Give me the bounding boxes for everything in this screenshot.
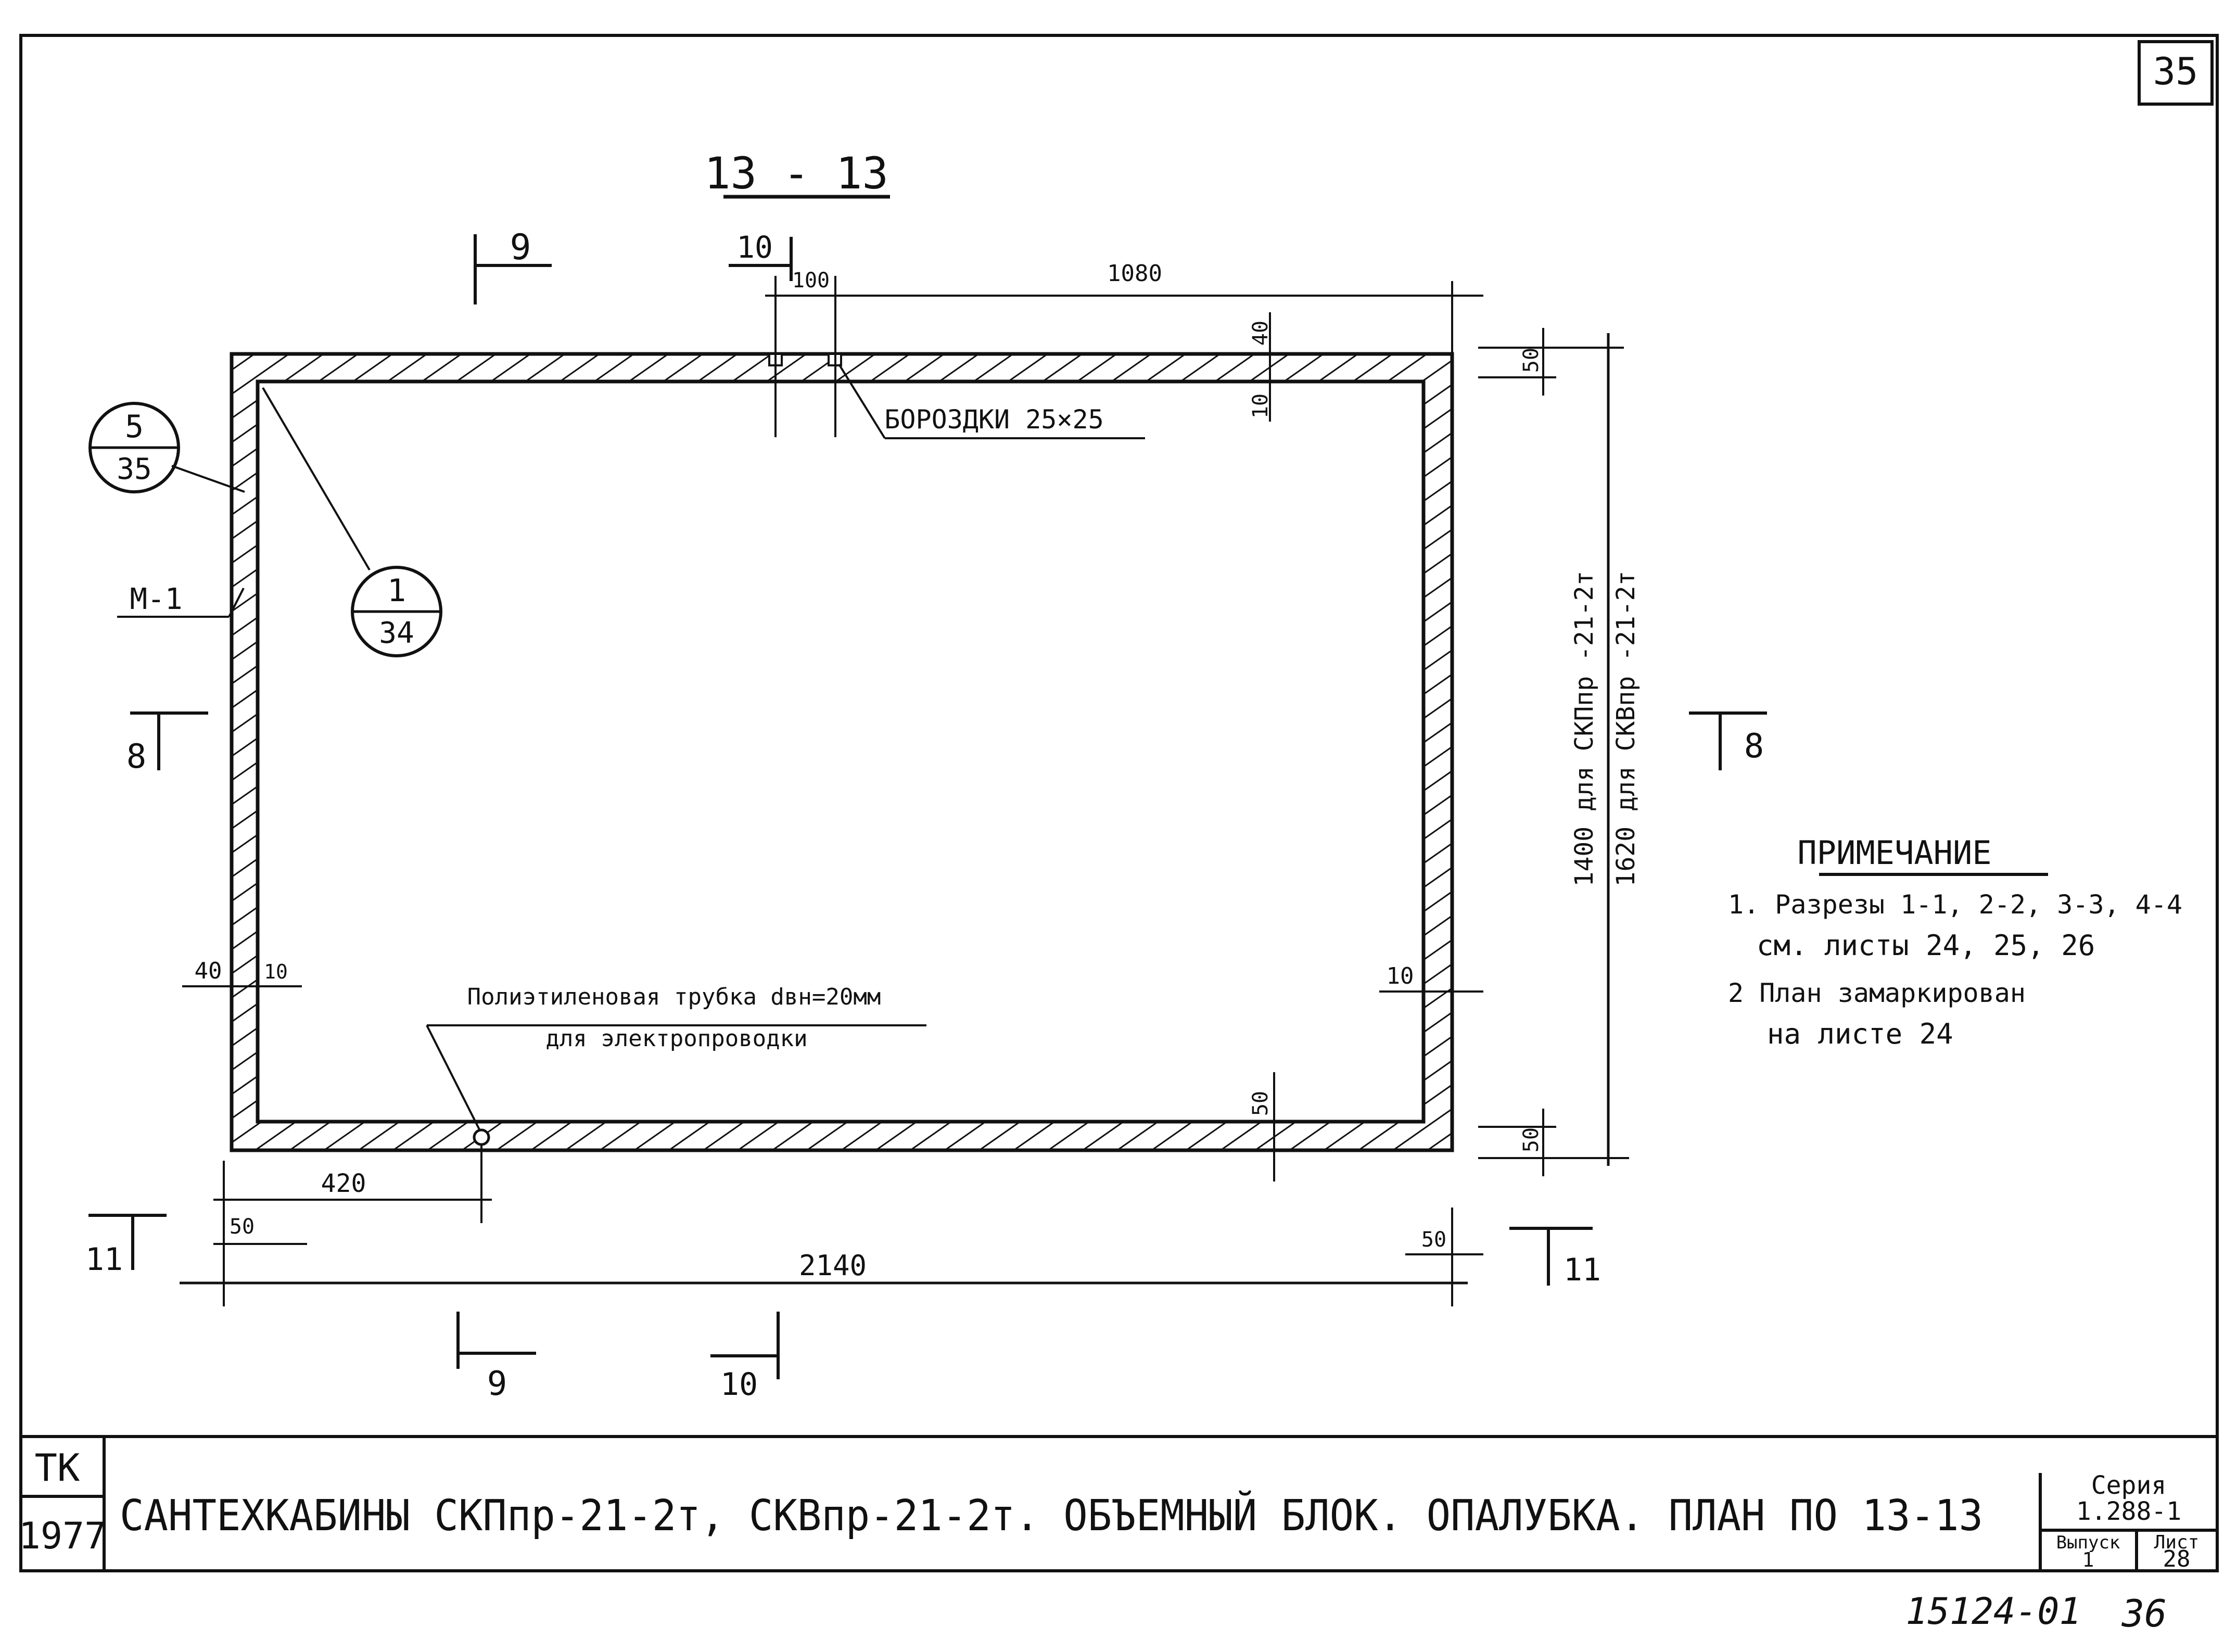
title-main: САНТЕХКАБИНЫ СКПпр-21-2т, СКВпр-21-2т. О… bbox=[120, 1490, 1983, 1541]
dim-10-right: 10 bbox=[1387, 963, 1414, 989]
dim-50-bottom-right-vert: 50 bbox=[1519, 1127, 1543, 1152]
issue-value: 1 bbox=[2082, 1548, 2094, 1571]
dim-40-top: 40 bbox=[1249, 321, 1273, 346]
tube-label-1: Полиэтиленовая трубка dвн=20мм bbox=[467, 984, 881, 1010]
mark-m1-leader bbox=[228, 588, 245, 617]
bubble-a-bottom: 35 bbox=[117, 452, 151, 486]
inner-lining bbox=[256, 380, 1425, 1123]
corner-number-box bbox=[2138, 40, 2214, 106]
bottom-page: 36 bbox=[2121, 1592, 2167, 1635]
tube-leader bbox=[426, 1025, 481, 1131]
grooves-label: БОРОЗДКИ 25×25 bbox=[884, 404, 1103, 435]
section-mark-9-top-label: 9 bbox=[510, 227, 531, 268]
title-year: 1977 bbox=[19, 1515, 107, 1557]
title-org: ТК bbox=[35, 1446, 80, 1490]
grooves-leader bbox=[838, 363, 886, 439]
note-2-line-1: 2 План замаркирован bbox=[1728, 978, 2026, 1008]
section-mark-11-left-label: 11 bbox=[85, 1241, 123, 1278]
section-mark-10-bottom-label: 10 bbox=[720, 1366, 758, 1403]
issue-label: Выпуск bbox=[2056, 1532, 2120, 1553]
dim-50-bottom: 50 bbox=[1249, 1091, 1273, 1116]
sheet-label: Лист bbox=[2154, 1532, 2200, 1553]
sheet-value: 28 bbox=[2163, 1546, 2191, 1572]
dim-2140: 2140 bbox=[799, 1249, 867, 1282]
note-2-line-2: на листе 24 bbox=[1767, 1018, 1953, 1050]
section-mark-11-right-label: 11 bbox=[1564, 1252, 1601, 1288]
bubble-a-top: 5 bbox=[125, 409, 144, 445]
dim-100: 100 bbox=[792, 269, 830, 293]
section-mark-8-left-label: 8 bbox=[126, 738, 147, 776]
dim-10-top: 10 bbox=[1249, 393, 1273, 418]
section-mark-9-bottom-label: 9 bbox=[487, 1365, 507, 1403]
dim-40-left: 40 bbox=[195, 958, 222, 984]
dim-50-left: 50 bbox=[230, 1215, 255, 1239]
corner-number: 35 bbox=[2153, 49, 2198, 93]
bubble-b-top: 1 bbox=[387, 573, 406, 609]
section-mark-8-right-label: 8 bbox=[1744, 727, 1764, 766]
bubble-b-bottom: 34 bbox=[379, 616, 414, 650]
series-label: Серия bbox=[2091, 1471, 2167, 1500]
height-label-1: 1400 для СКПпр -21-2т bbox=[1570, 571, 1599, 887]
section-mark-10-top-label: 10 bbox=[736, 230, 773, 265]
note-1-line-2: см. листы 24, 25, 26 bbox=[1757, 929, 2095, 962]
height-label-2: 1620 для СКВпр -21-2т bbox=[1611, 571, 1641, 887]
wall-section bbox=[230, 352, 1454, 1152]
sheet-frame bbox=[19, 34, 2219, 1572]
section-title: 13 - 13 bbox=[704, 148, 888, 199]
bubble-b-leader bbox=[262, 387, 371, 571]
tube-label-2: для электропроводки bbox=[545, 1025, 807, 1052]
dim-10-left: 10 bbox=[264, 960, 288, 983]
dim-50-top-right: 50 bbox=[1519, 348, 1543, 373]
tube-mark bbox=[473, 1128, 490, 1146]
bottom-stamp: 15124-01 bbox=[1905, 1590, 2081, 1633]
notes-heading: ПРИМЕЧАНИЕ bbox=[1797, 834, 1991, 872]
dim-50-right: 50 bbox=[1421, 1228, 1446, 1252]
bubble-a-leader bbox=[171, 465, 245, 493]
dim-1080: 1080 bbox=[1107, 260, 1162, 287]
mark-m1: М-1 bbox=[130, 582, 182, 616]
dim-420: 420 bbox=[321, 1169, 366, 1198]
series-value: 1.288-1 bbox=[2076, 1497, 2181, 1526]
note-1-line-1: 1. Разрезы 1-1, 2-2, 3-3, 4-4 bbox=[1728, 889, 2182, 920]
